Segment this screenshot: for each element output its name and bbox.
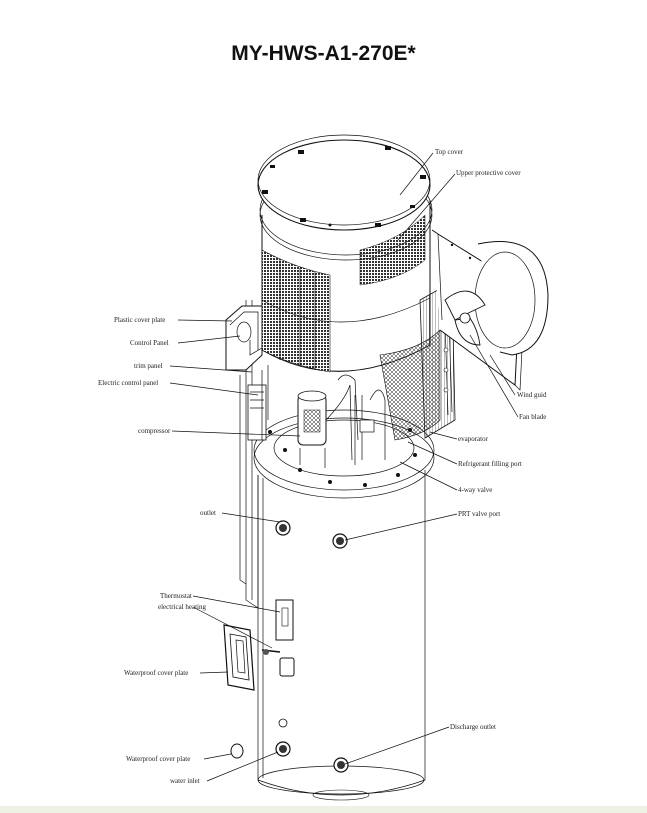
label-evaporator: evaporator	[458, 435, 489, 443]
label-top-cover: Top cover	[435, 148, 464, 156]
label-wind-guide: Wind guid	[517, 391, 547, 399]
label-compressor: compressor	[138, 427, 171, 435]
label-trim-panel: trim panel	[134, 362, 163, 370]
prt-valve-fitting	[332, 533, 348, 549]
label-waterproof-cover-plate-1: Waterproof cover plate	[124, 669, 188, 677]
fan-blade	[444, 290, 486, 346]
top-cover	[257, 134, 431, 231]
base-plate	[253, 409, 435, 499]
compressor-assembly	[297, 374, 386, 468]
label-plastic-cover-plate: Plastic cover plate	[114, 316, 165, 324]
side-column	[239, 300, 269, 609]
waterproof-cover-plate	[223, 624, 255, 691]
label-electrical-heating: electrical heating	[158, 603, 206, 611]
label-control-panel: Control Panel	[130, 339, 169, 347]
label-thermostat: Thermostat	[160, 592, 192, 600]
label-fan-blade: Fan blade	[519, 413, 546, 421]
loose-cover-plate	[230, 743, 244, 759]
label-refrigerant-filling-port: Refrigerant filling port	[458, 460, 522, 468]
water-inlet-fitting	[275, 718, 291, 757]
label-upper-protective-cover: Upper protective cover	[456, 169, 521, 177]
control-panel-box	[225, 305, 263, 371]
water-tank	[257, 470, 426, 801]
page-title: MY-HWS-A1-270E*	[231, 42, 416, 65]
thermostat-box	[261, 599, 295, 677]
label-4-way-valve: 4-way valve	[458, 486, 492, 494]
label-discharge-outlet: Discharge outlet	[450, 723, 496, 731]
label-outlet: outlet	[200, 509, 216, 517]
leader-lines	[169, 152, 519, 782]
label-water-inlet: water inlet	[170, 777, 200, 785]
bottom-band	[0, 806, 647, 813]
label-waterproof-cover-plate-2: Waterproof cover plate	[126, 755, 190, 763]
label-prt-valve-port: PRT valve port	[458, 510, 500, 518]
upper-housing	[261, 200, 431, 373]
outlet-fitting	[275, 520, 291, 536]
labels: Top cover Upper protective cover Plastic…	[98, 148, 547, 785]
discharge-outlet-fitting	[333, 757, 349, 773]
label-electric-control-panel: Electric control panel	[98, 379, 158, 387]
